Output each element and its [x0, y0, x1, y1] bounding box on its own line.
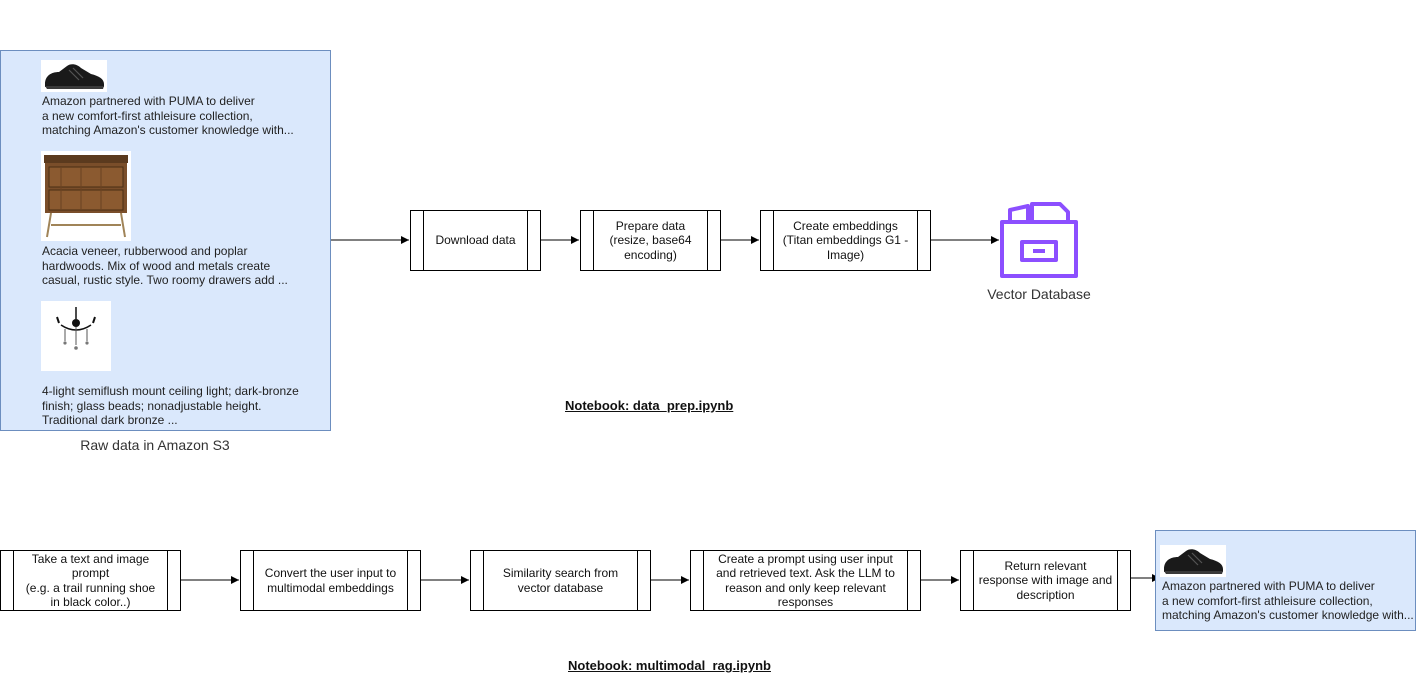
nightstand-image	[41, 151, 131, 241]
vector-database-label: Vector Database	[987, 286, 1091, 302]
step-create-embeddings-label: Create embeddings (Titan embeddings G1 -…	[782, 218, 909, 262]
step-prepare-data: Prepare data (resize, base64 encoding)	[580, 210, 721, 271]
chandelier-image	[41, 301, 111, 371]
step-prepare-data-label: Prepare data (resize, base64 encoding)	[609, 218, 692, 262]
notebook-data-prep-label: Notebook: data_prep.ipynb	[565, 398, 734, 413]
raw-item-3-text: 4-light semiflush mount ceiling light; d…	[42, 384, 299, 427]
step-return-response: Return relevant response with image and …	[960, 550, 1131, 611]
result-text: Amazon partnered with PUMA to deliver a …	[1162, 579, 1414, 622]
sneaker-image	[41, 60, 107, 92]
step-take-prompt: Take a text and image prompt (e.g. a tra…	[0, 550, 181, 611]
step-create-embeddings: Create embeddings (Titan embeddings G1 -…	[760, 210, 931, 271]
raw-item-2-text: Acacia veneer, rubberwood and poplar har…	[42, 244, 288, 287]
raw-data-caption: Raw data in Amazon S3	[80, 437, 230, 453]
step-download-data: Download data	[410, 210, 541, 271]
step-convert-embeddings-label: Convert the user input to multimodal emb…	[264, 566, 397, 595]
raw-item-1-text: Amazon partnered with PUMA to deliver a …	[42, 94, 294, 137]
step-similarity-search-label: Similarity search from vector database	[502, 566, 619, 595]
notebook-multimodal-rag-label: Notebook: multimodal_rag.ipynb	[568, 658, 771, 673]
step-similarity-search: Similarity search from vector database	[470, 550, 651, 611]
result-sneaker-image	[1160, 545, 1226, 577]
step-download-data-label: Download data	[435, 233, 516, 248]
step-take-prompt-label: Take a text and image prompt (e.g. a tra…	[25, 551, 156, 610]
result-panel: Amazon partnered with PUMA to deliver a …	[1155, 530, 1416, 631]
step-return-response-label: Return relevant response with image and …	[978, 558, 1113, 602]
step-create-prompt-llm-label: Create a prompt using user input and ret…	[716, 551, 895, 610]
raw-data-panel: Amazon partnered with PUMA to deliver a …	[0, 50, 331, 431]
step-create-prompt-llm: Create a prompt using user input and ret…	[690, 550, 921, 611]
vector-database-icon	[998, 200, 1080, 282]
step-convert-embeddings: Convert the user input to multimodal emb…	[240, 550, 421, 611]
